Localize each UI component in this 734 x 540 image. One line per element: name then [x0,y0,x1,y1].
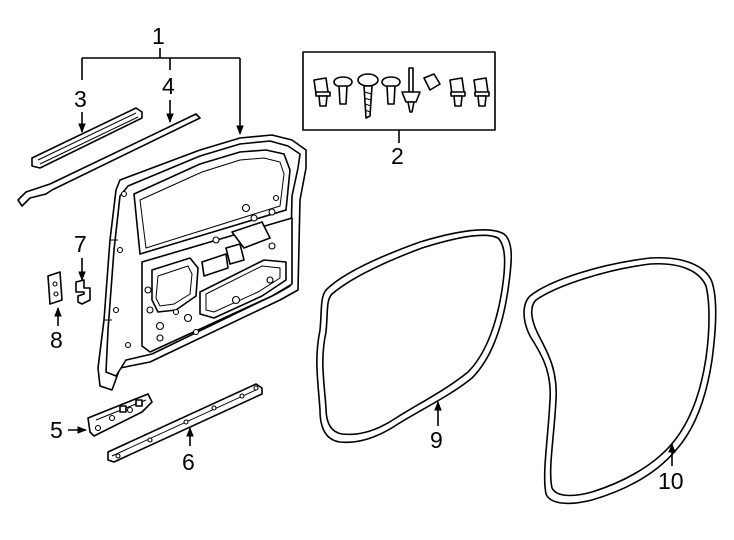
part-6-lower-strip [107,383,263,463]
callout-7: 7 [74,231,87,257]
callout-2: 2 [391,143,404,169]
push-rivet-icon [401,67,421,113]
callout-8: 8 [50,327,63,353]
callout-10: 10 [658,468,684,494]
callout-7-group: 7 [74,231,87,281]
callout-1-group: 1 [81,23,240,134]
callout-4-group: 4 [162,73,175,123]
part-4-weatherstrip [17,113,201,207]
callout-4: 4 [162,73,175,99]
callout-10-group: 10 [658,443,684,494]
part-10-body-seal [523,256,717,505]
callout-1-bracket [82,48,240,134]
part-8-plate [47,271,63,305]
hex-bolt-2-icon [473,77,490,107]
callout-9-group: 9 [430,401,443,453]
clip-icon [423,73,441,91]
hex-bolt-icon [449,77,466,107]
callout-2-group: 2 [391,130,404,169]
callout-9: 9 [430,427,443,453]
screw-icon [333,76,353,105]
part-1-door-shell [97,134,307,391]
part-5-reinforcement [87,393,153,437]
flange-bolt-icon [313,77,331,107]
callout-3: 3 [74,86,87,112]
long-screw-icon [357,73,379,119]
callout-3-group: 3 [74,86,87,133]
callout-5-group: 5 [50,417,87,443]
callout-6: 6 [182,449,195,475]
part-7-bracket [75,279,91,305]
callout-1: 1 [152,23,165,49]
part-2-hardware-kit [302,51,496,131]
part-9-door-seal [316,229,513,444]
callout-8-group: 8 [50,307,63,353]
callout-6-group: 6 [182,427,195,475]
pan-head-screw-icon [381,76,401,105]
callout-5: 5 [50,417,63,443]
part-3-belt-moulding [31,107,143,169]
